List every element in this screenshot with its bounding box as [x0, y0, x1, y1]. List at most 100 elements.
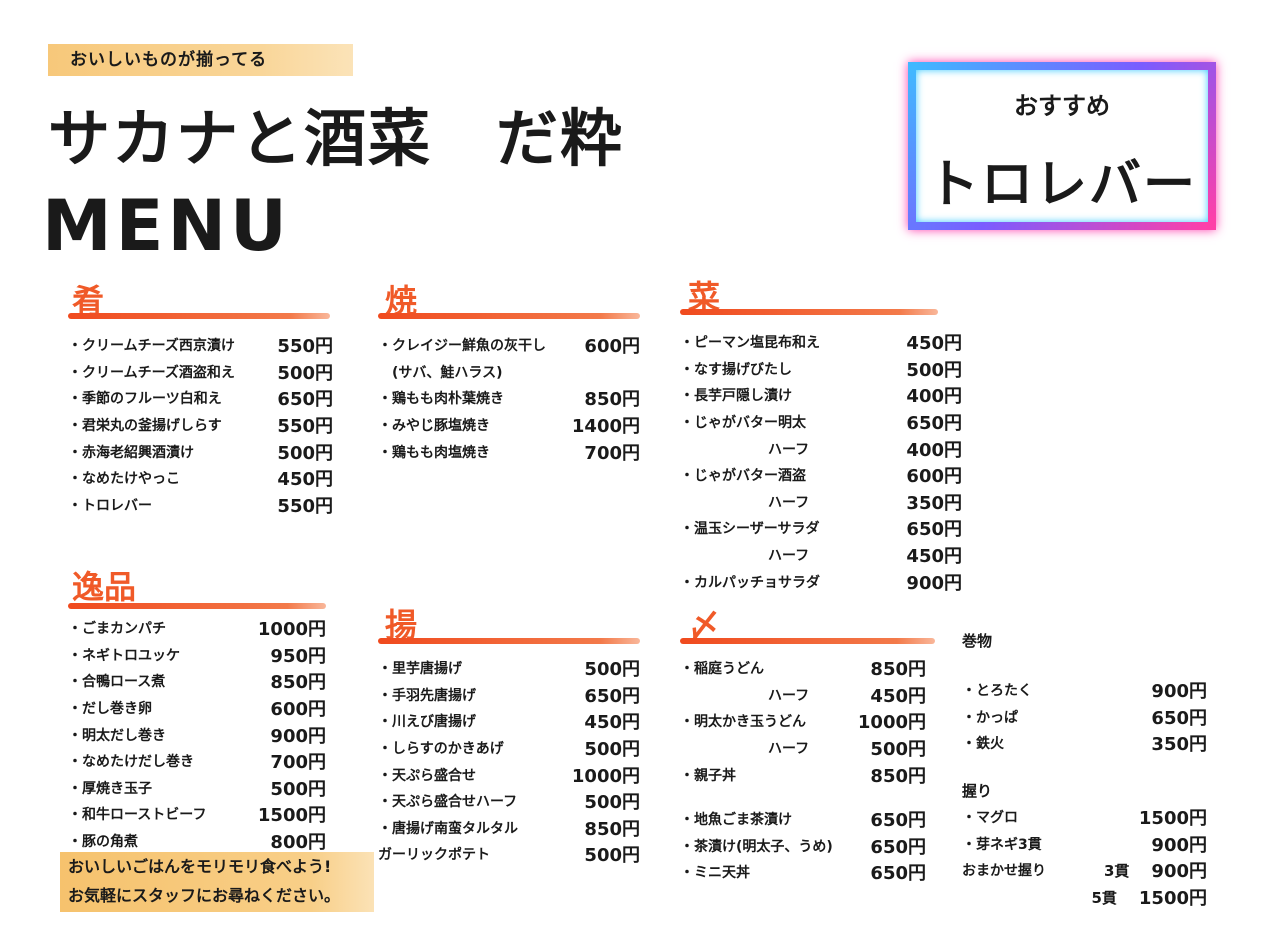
menu-item-price: 600円 [270, 699, 326, 721]
menu-item: ・ネギトロユッケ 950円 [68, 642, 326, 669]
menu-item-price: 900円 [1151, 861, 1207, 883]
menu-item-price: 450円 [584, 712, 640, 734]
menu-item-price: 650円 [277, 389, 333, 411]
menu-item-price: 900円 [906, 572, 962, 594]
section-title-shime: 〆 [688, 606, 721, 644]
menu-item-name: ハーフ [768, 741, 810, 758]
menu-item-price: 650円 [870, 836, 926, 858]
menu-item-name: ・長芋戸隠し漬け [680, 388, 792, 405]
section-divider [680, 638, 935, 644]
menu-item-price: 500円 [870, 739, 926, 761]
menu-item: ・豚の角煮 800円 [68, 828, 326, 855]
menu-item: ・とろたく 900円 [962, 677, 1207, 704]
menu-item: ・厚焼き玉子 500円 [68, 775, 326, 802]
tagline: おいしいものが揃ってる [70, 50, 268, 70]
menu-item-price: 1500円 [257, 805, 326, 827]
menu-item-price: 600円 [584, 336, 640, 358]
menu-item-name: ・赤海老紹興酒漬け [68, 444, 194, 461]
menu-item-name: ・豚の角煮 [68, 834, 138, 851]
menu-item-price: 1400円 [571, 416, 640, 438]
menu-item-name: ハーフ [768, 494, 810, 511]
menu-item-name: ・しらすのかきあげ [378, 741, 504, 758]
section-divider [68, 603, 326, 609]
menu-item-name: ・芽ネギ3貫 [962, 836, 1042, 853]
menu-item-name: ・ミニ天丼 [680, 865, 750, 882]
menu-item-name: ・君栄丸の釜揚げしらす [68, 418, 222, 435]
menu-item-price: 500円 [270, 778, 326, 800]
menu-item-price: 650円 [584, 685, 640, 707]
menu-item-price: 700円 [270, 752, 326, 774]
menu-item-name: ・稲庭うどん [680, 661, 764, 678]
menu-item: (サバ、鮭ハラス) [378, 359, 640, 386]
restaurant-name: サカナと酒菜 だ粋 [48, 102, 625, 175]
menu-item-price: 500円 [584, 792, 640, 814]
menu-item: ・なめたけやっこ 450円 [68, 465, 333, 492]
recommend-item: トロレバー [926, 155, 1197, 215]
menu-item-name: ・明太かき玉うどん [680, 714, 806, 731]
menu-item: ハーフ 500円 [680, 735, 926, 762]
menu-item-name: ・じゃがバター明太 [680, 415, 806, 432]
menu-item-name: ・手羽先唐揚げ [378, 687, 476, 704]
menu-item-name: ・ネギトロユッケ [68, 647, 180, 664]
menu-item-quantity: 3貫 [1103, 861, 1130, 880]
menu-item-name: ハーフ [768, 441, 810, 458]
menu-item: ・手羽先唐揚げ 650円 [378, 682, 640, 709]
menu-item-name: ・とろたく [962, 683, 1032, 700]
menu-item-name: ガーリックポテト [378, 847, 490, 864]
menu-item-price: 850円 [584, 389, 640, 411]
menu-item-price: 900円 [1151, 681, 1207, 703]
footer-banner: おいしいごはんをモリモリ食べよう! お気軽にスタッフにお尋ねください。 [60, 852, 374, 912]
menu-item-price: 950円 [270, 645, 326, 667]
menu-item-price: 800円 [270, 832, 326, 854]
recommend-label: おすすめ [1014, 92, 1110, 120]
menu-item-price: 450円 [906, 546, 962, 568]
menu-item-price: 650円 [870, 863, 926, 885]
menu-item-name: ・ごまカンパチ [68, 621, 166, 638]
menu-item-name: ・なめたけやっこ [68, 471, 180, 488]
menu-item-name: (サバ、鮭ハラス) [378, 364, 503, 381]
menu-item-name: ・合鴨ロース煮 [68, 674, 166, 691]
section-divider [680, 309, 938, 315]
menu-item-name: おまかせ握り [962, 863, 1046, 880]
menu-item-name: ・唐揚げ南蛮タルタル [378, 820, 518, 837]
menu-item-price: 1500円 [1138, 888, 1207, 910]
menu-item-name: ・鉄火 [962, 736, 1004, 753]
menu-item-price: 700円 [584, 442, 640, 464]
menu-item-name: ・温玉シーザーサラダ [680, 521, 820, 538]
menu-item-name: ・厚焼き玉子 [68, 780, 152, 797]
menu-item-name: ・明太だし巻き [68, 727, 166, 744]
menu-item-name: ・クリームチーズ酒盗和え [68, 364, 235, 381]
menu-item-price: 450円 [277, 469, 333, 491]
